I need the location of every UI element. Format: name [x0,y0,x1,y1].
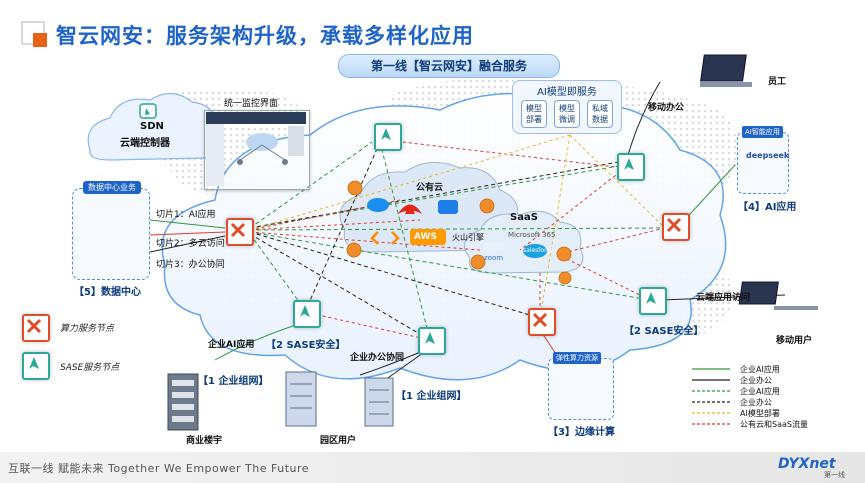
connection-lines [149,81,786,381]
interconnect-dots [346,180,572,285]
ai-chip-line2: 微调 [559,115,575,124]
sase-node-icon [617,153,645,181]
monitor-frame [204,110,310,190]
ai-chip-line1: 私域 [592,104,608,113]
park-label: 园区用户 [320,436,357,446]
sase-node-icon [418,327,446,355]
edge-compute-label: 【3】边缘计算 [548,427,615,438]
title-accent-icon [21,21,47,47]
ai-model-service-box: AI模型即服务 模型 部署 模型 微调 私域 数据 [512,80,622,134]
sase-glyph-icon [624,158,634,170]
compute-node-legend-label: 算力服务节点 [60,324,115,334]
cloud-app-access-label: 云端应用访问 [696,293,751,303]
server-rack-building [167,373,199,431]
compute-glyph-icon [230,222,246,238]
slice-2-label: 切片2：多云访问 [156,239,225,249]
ai-chip-line2: 部署 [526,115,542,124]
ai-chip-deploy: 模型 部署 [521,100,547,128]
sase-node-legend-icon [22,352,50,380]
microsoft365-logo: Microsoft 365 [508,231,556,239]
cloud-vendor-logos [367,198,547,258]
edge-compute-box: 弹性算力资源 [548,352,614,420]
sase-glyph-icon [29,357,39,369]
sase-node-icon [293,300,321,328]
enterprise-net-right-label: 【1 企业组网】 [396,391,467,402]
page-title: 智云网安：服务架构升级，承载多样化应用 [56,24,474,48]
sase-glyph-icon [381,128,391,140]
ai-app-label: 【4】AI应用 [738,202,797,213]
slice-3-label: 切片3：办公协同 [156,260,225,270]
legend-label: 企业AI应用 [740,387,780,396]
legend-label: AI模型部署 [740,409,780,418]
aws-logo: AWS [414,232,437,242]
datacenter-label: 【5】数据中心 [74,287,141,298]
ai-chip-finetune: 模型 微调 [554,100,580,128]
mobile-user-label: 移动用户 [776,336,813,346]
office-collab-label: 企业办公协同 [350,353,405,363]
ai-app-box: AI智能应用 deepseek [737,126,790,194]
sase-node-icon [374,123,402,151]
building-label: 商业楼宇 [186,436,223,446]
compute-node-icon [528,308,556,336]
laptop-employee [700,54,752,87]
service-banner: 第一线【智云网安】融合服务 [338,54,560,78]
monitor-screen-graphic [206,112,306,186]
enterprise-net-left-label: 【1 企业组网】 [198,376,269,387]
public-cloud-label: 公有云 [416,183,444,193]
sase-glyph-icon [425,332,435,344]
monitor-label: 统一监控界面 [224,99,279,109]
compute-node-icon [226,218,254,246]
edge-compute-header: 弹性算力资源 [553,352,601,364]
sase-glyph-icon [646,292,656,304]
legend-label: 企业办公 [740,398,772,407]
server-rack-park-1 [285,371,317,427]
brand-logo: DYXnet [778,456,836,472]
employee-label: 员工 [768,77,787,87]
datacenter-header: 数据中心业务 [83,181,141,194]
sdn-controller-label: 云端控制器 [120,138,170,149]
compute-glyph-icon [26,318,42,334]
ai-chip-line1: 模型 [559,104,575,113]
mobile-office-label: 移动办公 [648,103,685,113]
footer-slogan: 互联一线 赋能未来 Together We Empower The Future [8,462,310,475]
ai-chip-private-data: 私域 数据 [587,100,613,128]
legend-label: 企业AI应用 [740,365,780,374]
compute-node-legend-icon [22,314,50,342]
deepseek-logo: deepseek [746,151,790,160]
sdn-label: SDN [140,121,164,132]
volcengine-logo: 火山引擎 [452,233,484,242]
saas-label: SaaS [510,212,538,223]
ai-model-service-title: AI模型即服务 [537,87,597,98]
compute-glyph-icon [532,312,548,328]
legend-label: 公有云和SaaS流量 [740,420,808,429]
footer-band [0,452,865,483]
saas-cloud-shape [463,210,584,274]
line-legend-swatches [692,368,730,425]
compute-glyph-icon [666,217,682,233]
slice-1-label: 切片1：AI应用 [156,210,216,220]
enterprise-ai-label: 企业AI应用 [208,340,255,350]
salesforce-logo: salesforce [523,247,554,254]
sase-left-label: 【2 SASE安全】 [266,340,346,351]
ai-chip-line2: 数据 [592,115,608,124]
datacenter-box: 数据中心业务 [72,181,150,280]
server-rack-park-2 [364,377,394,427]
sase-glyph-icon [300,305,310,317]
ai-chip-line1: 模型 [526,104,542,113]
legend-label: 企业办公 [740,376,772,385]
compute-node-icon [662,213,690,241]
sase-right-label: 【2 SASE安全】 [624,326,704,337]
sdn-controller-icon [139,103,157,119]
brand-logo-cn: 第一线 [824,471,845,479]
laptop-mobile-user [738,281,818,310]
sase-node-icon [639,287,667,315]
sdn-cloud-shape [87,92,219,161]
zoom-logo: zoom [484,254,504,262]
sase-node-legend-label: SASE服务节点 [60,363,120,373]
ai-app-header: AI智能应用 [742,126,783,138]
